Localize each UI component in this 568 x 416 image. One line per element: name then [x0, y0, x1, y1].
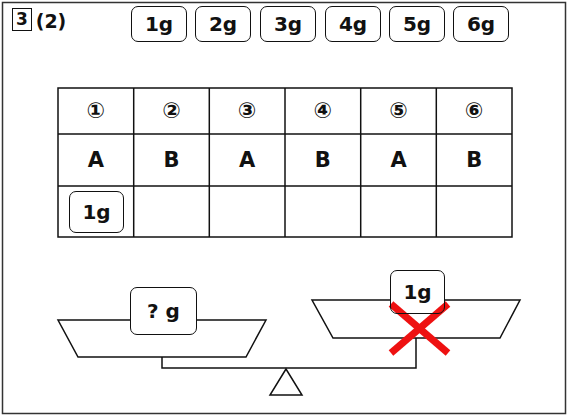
fulcrum — [270, 369, 302, 395]
weight-tile: 3g — [260, 6, 316, 42]
table-cell: B — [315, 150, 331, 171]
question-part: (2) — [36, 12, 67, 31]
column-number: ① — [87, 100, 106, 122]
weight-tile: 6g — [453, 6, 509, 42]
table-cell: A — [239, 150, 255, 171]
table-cell: B — [466, 150, 482, 171]
weight-label: 5g — [403, 14, 431, 34]
column-number: ⑥ — [465, 100, 484, 122]
unknown-weight-tile: ? g — [130, 287, 197, 335]
table-cell: B — [163, 150, 179, 171]
column-number: ③ — [238, 100, 257, 122]
table-cell: A — [88, 150, 104, 171]
weight-label: ? g — [147, 301, 180, 321]
weight-label: 2g — [209, 14, 237, 34]
weight-label: 1g — [403, 282, 431, 302]
cross-mark — [391, 304, 448, 353]
weight-label: 6g — [467, 14, 495, 34]
weight-tile: 5g — [389, 6, 445, 42]
table-cell: A — [390, 150, 406, 171]
weight-tile: 2g — [195, 6, 251, 42]
weight-label: 4g — [339, 14, 367, 34]
weight-tile: 1g — [131, 6, 187, 42]
table-grid — [58, 88, 512, 237]
balance-beam — [162, 338, 416, 368]
weight-tile: 4g — [325, 6, 381, 42]
column-number: ④ — [314, 100, 333, 122]
weight-label: 1g — [145, 14, 173, 34]
column-number: ② — [162, 100, 181, 122]
weight-tile: 1g — [69, 191, 124, 233]
weight-label: 1g — [82, 202, 110, 222]
frame — [3, 3, 566, 414]
weight-tile: 1g — [390, 270, 445, 314]
weight-label: 3 — [16, 11, 28, 28]
section-number-box: 3 — [12, 8, 32, 31]
weight-label: 3g — [274, 14, 302, 34]
column-number: ⑤ — [389, 100, 408, 122]
